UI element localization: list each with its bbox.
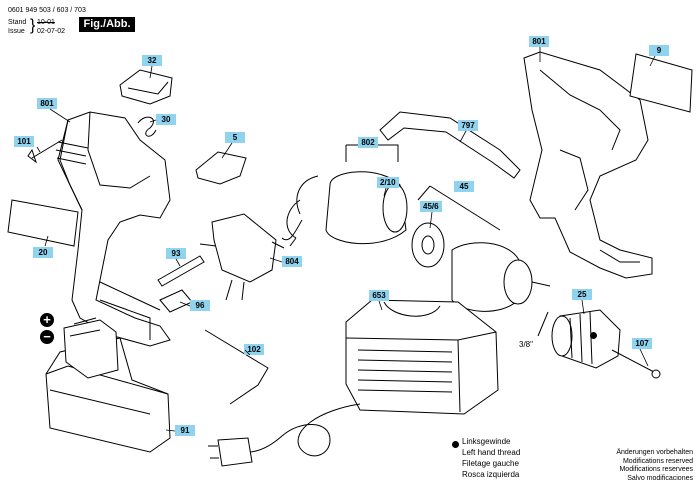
issue-label: Issue — [8, 28, 25, 35]
power-cord — [247, 403, 361, 457]
old-date: 10-01 — [37, 19, 55, 26]
callout-9: 9 — [649, 45, 669, 56]
callout-5: 5 — [225, 132, 245, 143]
charger-drawing — [345, 299, 499, 415]
callout-96: 96 — [190, 300, 210, 311]
callout-45-6: 45/6 — [420, 201, 442, 212]
callout-93: 93 — [166, 248, 186, 259]
callout-107: 107 — [632, 338, 652, 349]
housing-left-drawing — [55, 111, 171, 347]
bracket-glyph: } — [30, 17, 36, 34]
power-plug — [217, 437, 253, 467]
note-line-1: Änderungen vorbehalten — [616, 449, 693, 456]
bracket-45 — [417, 185, 501, 231]
modification-notes: Änderungen vorbehalten Modifications res… — [616, 449, 693, 483]
callout-101: 101 — [14, 136, 34, 147]
callout-801-right: 801 — [529, 36, 549, 47]
chuck-drawing — [551, 309, 621, 369]
thread-size-label: 3/8" — [519, 340, 533, 349]
legend-bullet-icon — [452, 441, 459, 448]
left-hand-thread-marker-icon — [590, 332, 597, 339]
plus-terminal-icon: + — [40, 313, 54, 327]
label-sticker-drawing — [7, 199, 79, 247]
figure-label: Fig./Abb. 1 — [79, 17, 135, 45]
callout-801-left: 801 — [37, 98, 57, 109]
callout-20: 20 — [33, 247, 53, 258]
legend-line-4: Rosca izquierda — [462, 470, 520, 479]
callout-91: 91 — [175, 425, 195, 436]
gearbox-drawing — [451, 242, 551, 312]
motor-drawing — [286, 171, 408, 247]
legend-line-2: Left hand thread — [462, 448, 521, 457]
note-line-2: Modifications reserved — [622, 457, 693, 465]
callout-653: 653 — [369, 290, 389, 301]
strap-drawing — [379, 111, 521, 179]
callout-804: 804 — [282, 256, 302, 267]
spring-30-drawing — [137, 116, 157, 137]
legend-line-3: Filetage gauche — [462, 459, 519, 468]
wire-102-drawing — [204, 329, 269, 405]
callout-30: 30 — [156, 114, 176, 125]
stand-label: Stand — [8, 19, 27, 26]
screw-101-drawing — [27, 139, 63, 164]
part-32-drawing — [119, 69, 173, 105]
callout-802: 802 — [358, 137, 378, 148]
issue-date: 02-07-02 — [37, 28, 66, 35]
minus-terminal-icon: − — [40, 330, 54, 344]
switch-cap-drawing — [195, 151, 247, 185]
callout-797: 797 — [458, 120, 478, 131]
note-line-3: Modifications reservees — [619, 466, 693, 473]
callout-2-10: 2/10 — [377, 177, 399, 188]
callout-25: 25 — [572, 289, 592, 300]
callout-102: 102 — [244, 344, 264, 355]
battery-drawing — [45, 317, 171, 453]
note-line-4: Salvo modificaciones — [627, 474, 693, 482]
doc-number: 0601 949 503 / 603 / 703 — [8, 7, 86, 14]
label-9-drawing — [629, 53, 693, 113]
housing-right-drawing — [523, 51, 653, 279]
callout-32: 32 — [142, 55, 162, 66]
callout-45: 45 — [454, 181, 474, 192]
switch-804-drawing — [211, 213, 277, 283]
legend-line-1: Linksgewinde — [462, 437, 511, 446]
gear-disc-drawing — [411, 222, 445, 268]
screw-107-drawing — [611, 349, 655, 373]
thread-leader — [537, 311, 549, 337]
part-93-drawing — [157, 255, 205, 287]
